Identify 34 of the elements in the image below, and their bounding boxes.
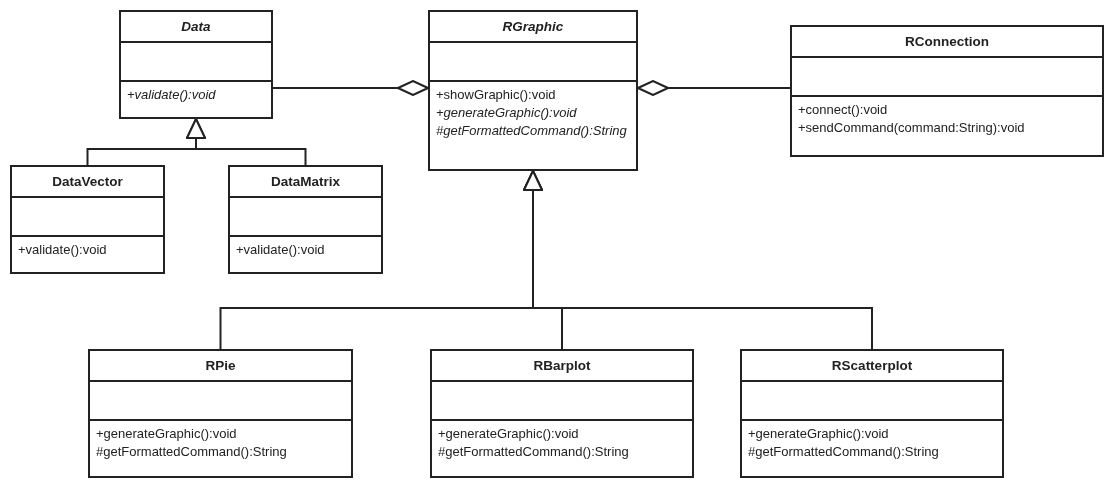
aggregation-connector <box>272 80 429 96</box>
class-name: Data <box>181 19 211 34</box>
class-box <box>428 10 638 171</box>
method-signature: +connect():void <box>798 101 889 119</box>
class-name: RBarplot <box>533 358 591 373</box>
class-box <box>119 10 273 119</box>
method-signature: #getFormattedCommand():String <box>748 443 940 461</box>
method-signature: +showGraphic():void <box>436 86 557 104</box>
class-name: RGraphic <box>502 19 564 34</box>
method-signature: +generateGraphic():void <box>438 425 580 443</box>
method-signature: +validate():void <box>18 241 108 259</box>
method-signature: +generateGraphic():void <box>748 425 890 443</box>
class-box <box>10 165 165 274</box>
method-signature: +validate():void <box>236 241 326 259</box>
method-signature: +sendCommand(command:String):void <box>798 119 1026 137</box>
method-signature: #getFormattedCommand():String <box>436 122 628 140</box>
aggregation-connector <box>637 80 791 96</box>
class-box <box>430 349 694 478</box>
method-signature: +validate():void <box>127 86 217 104</box>
method-signature: #getFormattedCommand():String <box>96 443 288 461</box>
class-name: DataVector <box>52 174 123 189</box>
class-name: RPie <box>205 358 236 373</box>
class-box <box>790 25 1104 157</box>
class-box <box>228 165 383 274</box>
method-signature: #getFormattedCommand():String <box>438 443 630 461</box>
method-signature: +generateGraphic():void <box>96 425 238 443</box>
class-box <box>88 349 353 478</box>
class-name: RScatterplot <box>831 358 913 373</box>
generalization-arrow <box>186 118 307 166</box>
class-name: RConnection <box>905 34 989 49</box>
method-signature: +generateGraphic():void <box>436 104 578 122</box>
class-name: DataMatrix <box>271 174 340 189</box>
generalization-arrow <box>523 170 873 350</box>
class-box <box>740 349 1004 478</box>
